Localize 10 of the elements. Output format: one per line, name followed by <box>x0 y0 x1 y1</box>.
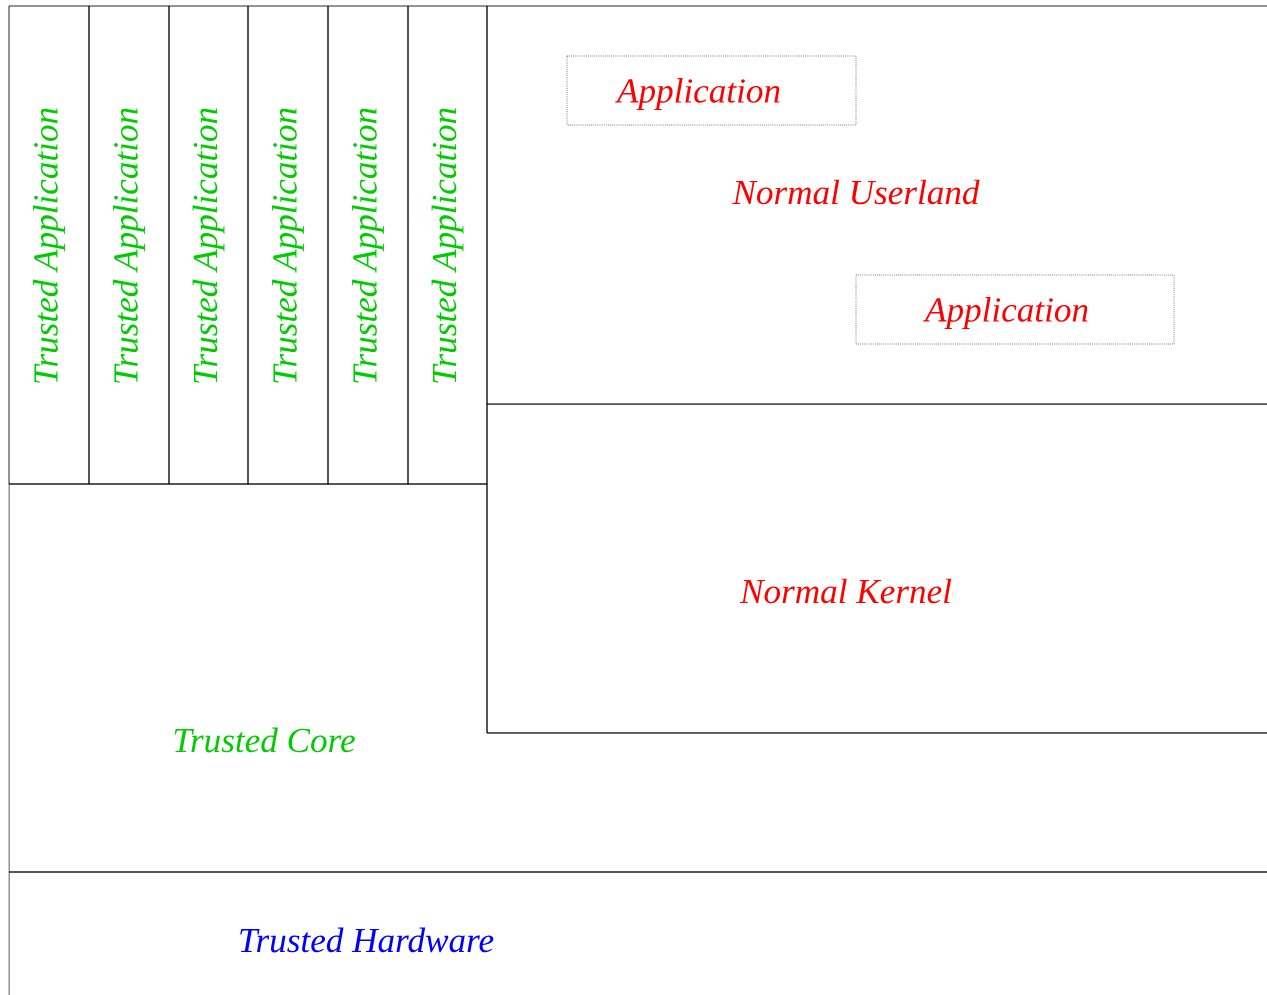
layer-box: Normal Kernel <box>486 403 1267 734</box>
dotted-box: Application <box>855 274 1175 345</box>
rotated-label-column: Trusted Application <box>327 5 409 485</box>
rotated-label-column: Trusted Application <box>8 5 90 485</box>
rotated-label-column: Trusted Application <box>168 5 249 485</box>
rotated-label-column: Trusted Application <box>247 5 329 485</box>
rotated-label-column: Trusted Application <box>88 5 170 485</box>
dotted-box: Application <box>566 55 857 126</box>
rotated-label-column: Trusted Application <box>407 5 488 485</box>
layer-box: Trusted Hardware <box>8 871 1267 995</box>
